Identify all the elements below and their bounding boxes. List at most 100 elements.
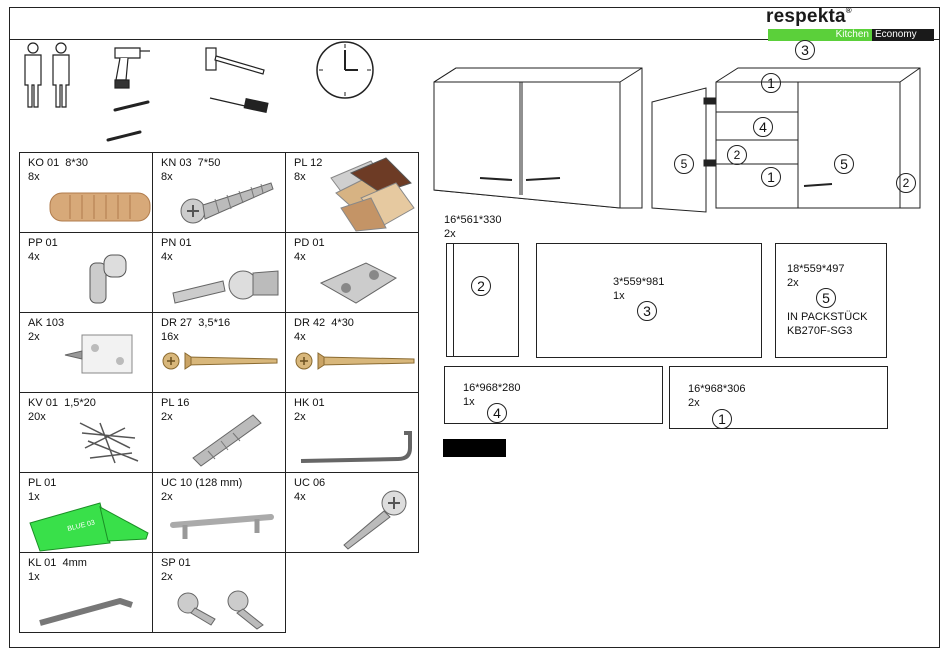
handle-icon xyxy=(170,514,274,539)
panel-2-qty: 2x xyxy=(444,228,456,240)
part-code: KV 01 1,5*20 xyxy=(28,397,96,409)
closed-cabinet-drawing xyxy=(433,67,643,209)
part-number-2-inner: 2 xyxy=(727,145,747,165)
part-qty: 4x xyxy=(28,251,40,263)
part-number-2-side: 2 xyxy=(896,173,916,193)
part-code: UC 10 (128 mm) xyxy=(161,477,243,489)
page-frame xyxy=(9,7,940,648)
panel-2-number: 2 xyxy=(471,276,491,296)
nails-icon xyxy=(79,422,139,464)
panel-2-dims: 16*561*330 xyxy=(444,214,502,226)
part-code: KL 01 4mm xyxy=(28,557,87,569)
hook-icon xyxy=(300,431,412,463)
table-row: AK 103 2x DR 27 3,5*16 16x DR 42 4*30 4x xyxy=(19,312,419,393)
part-code: KO 01 8*30 xyxy=(28,157,88,169)
screw-icon xyxy=(180,182,274,224)
part-qty: 2x xyxy=(161,491,173,503)
part-cell: PD 01 4x xyxy=(285,232,419,313)
part-number-4: 4 xyxy=(753,117,773,137)
part-code: PD 01 xyxy=(294,237,325,249)
part-cell: UC 06 4x xyxy=(285,472,419,553)
panel-4-number: 4 xyxy=(487,403,507,423)
brand-logo: respekta® Kitchen Economy xyxy=(766,6,936,41)
panel-3-dims: 3*559*981 xyxy=(613,276,665,288)
part-qty: 1x xyxy=(28,571,40,583)
panel-1: 16*968*306 2x 1 xyxy=(669,366,888,429)
panel-4: 16*968*280 1x 4 xyxy=(444,366,663,424)
drill-icon xyxy=(114,47,150,89)
part-code: PN 01 xyxy=(161,237,192,249)
table-row: PP 01 4x PN 01 4x PD 01 4x xyxy=(19,232,419,313)
part-cell: KN 03 7*50 8x xyxy=(152,152,286,233)
part-cell: PL 12 8x xyxy=(285,152,419,233)
part-code: SP 01 xyxy=(161,557,191,569)
color-samples-icon xyxy=(330,157,415,232)
shelf-support-icon xyxy=(89,254,127,304)
part-code: PL 01 xyxy=(28,477,57,489)
part-cell: SP 01 2x xyxy=(152,552,286,633)
part-qty: 1x xyxy=(28,491,40,503)
part-cell: DR 27 3,5*16 16x xyxy=(152,312,286,393)
panel-4-qty: 1x xyxy=(463,396,475,408)
panel-5-note-1: IN PACKSTÜCK xyxy=(787,311,868,323)
handle-screw-icon xyxy=(343,490,407,550)
part-code: DR 27 3,5*16 xyxy=(161,317,231,329)
open-cabinet-drawing xyxy=(651,67,921,213)
parts-table: KO 01 8*30 8x KN 03 7*50 8x PL 12 8x xyxy=(19,152,419,633)
part-number-3: 3 xyxy=(795,40,815,60)
hanging-bracket-icon xyxy=(64,334,133,374)
part-qty: 8x xyxy=(161,171,173,183)
brand-name: respekta® xyxy=(766,6,852,27)
part-cell: AK 103 2x xyxy=(19,312,153,393)
part-cell: PL 16 2x xyxy=(152,392,286,473)
part-code: HK 01 xyxy=(294,397,325,409)
panel-3-qty: 1x xyxy=(613,290,625,302)
tools-row xyxy=(24,41,374,142)
brand-tagline-economy: Economy xyxy=(872,29,934,41)
panel-4-dims: 16*968*280 xyxy=(463,382,521,394)
empty-cell xyxy=(286,553,419,633)
connector-screws-icon xyxy=(177,590,264,630)
part-qty: 2x xyxy=(294,411,306,423)
panel-5-dims: 18*559*497 xyxy=(787,263,845,275)
part-cell: KV 01 1,5*20 20x xyxy=(19,392,153,473)
panel-1-dims: 16*968*306 xyxy=(688,383,746,395)
part-code: PL 12 xyxy=(294,157,323,169)
part-code: KN 03 7*50 xyxy=(161,157,221,169)
part-code: AK 103 xyxy=(28,317,65,329)
hinge-plate-icon xyxy=(319,262,398,304)
short-screw-icon xyxy=(162,352,278,370)
part-code: PP 01 xyxy=(28,237,58,249)
two-persons-icon xyxy=(24,42,70,108)
brand-tagline-kitchen: Kitchen xyxy=(768,29,872,41)
part-qty: 8x xyxy=(28,171,40,183)
part-qty: 4x xyxy=(294,491,306,503)
part-qty: 4x xyxy=(294,251,306,263)
wooden-dowel-icon xyxy=(49,192,151,222)
table-row: KO 01 8*30 8x KN 03 7*50 8x PL 12 8x xyxy=(19,152,419,233)
panel-5: 18*559*497 2x 5 IN PACKSTÜCK KB270F-SG3 xyxy=(775,243,887,358)
part-cell: UC 10 (128 mm) 2x xyxy=(152,472,286,553)
part-qty: 2x xyxy=(28,331,40,343)
allen-key-icon xyxy=(39,598,133,626)
part-code: PL 16 xyxy=(161,397,190,409)
part-number-1-top: 1 xyxy=(761,73,781,93)
panel-3-number: 3 xyxy=(637,301,657,321)
part-code: UC 06 xyxy=(294,477,326,489)
clock-icon xyxy=(316,41,374,99)
part-cell: PN 01 4x xyxy=(152,232,286,313)
panel-3: 3*559*981 1x 3 xyxy=(536,243,762,358)
hinge-icon xyxy=(172,270,279,304)
redaction-bar xyxy=(443,439,506,457)
part-number-5-door: 5 xyxy=(674,154,694,174)
brand-tagline: Kitchen Economy xyxy=(768,29,934,41)
hammer-icon xyxy=(205,47,265,75)
panel-2: 2 xyxy=(446,243,519,357)
part-cell: PL 01 1x BLUE 03 xyxy=(19,472,153,553)
drill-bits-icon xyxy=(106,100,150,142)
part-cell: HK 01 2x xyxy=(285,392,419,473)
part-qty: 8x xyxy=(294,171,306,183)
part-qty: 20x xyxy=(28,411,46,423)
screwdriver-icon xyxy=(209,97,269,114)
part-number-1-bottom: 1 xyxy=(761,167,781,187)
